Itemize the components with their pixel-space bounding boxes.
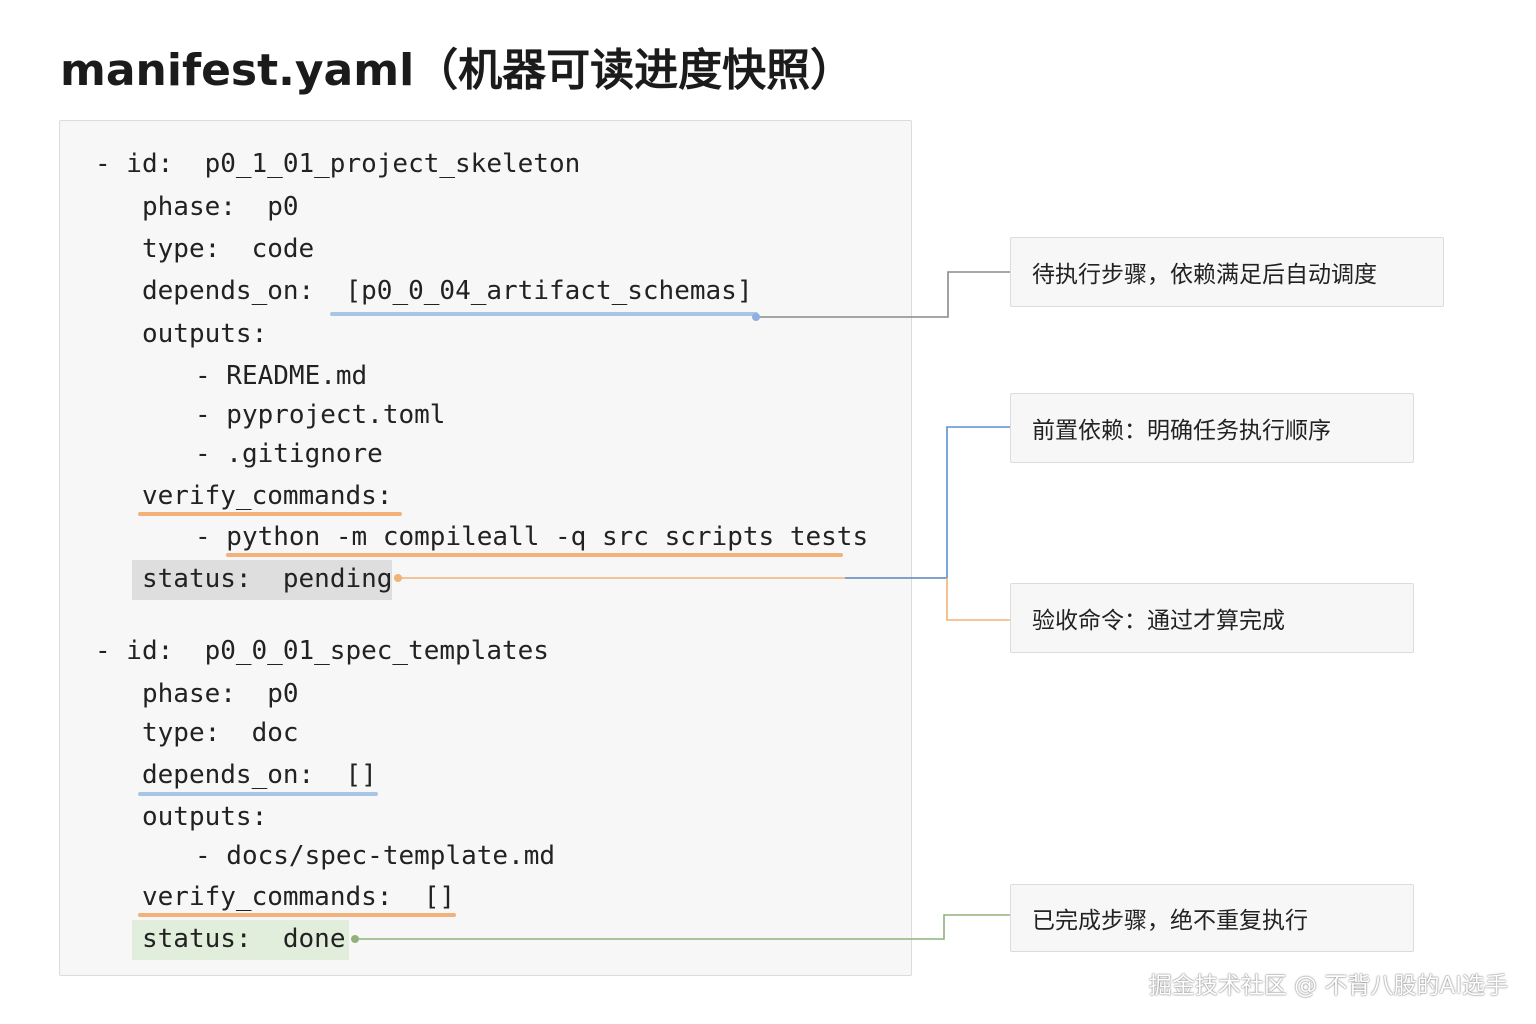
code-line-verify-command: - python -m compileall -q src scripts te…	[195, 522, 869, 552]
code-line-output-spec: - docs/spec-template.md	[195, 841, 556, 871]
code-panel	[59, 120, 912, 976]
code-line-type-2: type: doc	[142, 718, 299, 748]
callout-verify: 验收命令：通过才算完成	[1010, 583, 1414, 653]
code-line-outputs-2: outputs:	[142, 802, 268, 832]
verify-underline-1	[138, 512, 402, 516]
code-line-phase-1: phase: p0	[142, 192, 299, 222]
code-line-status-done: status: done	[142, 924, 346, 954]
connector-pending	[756, 271, 1010, 318]
watermark: 掘金技术社区 @ 不背八股的AI选手	[1148, 973, 1508, 999]
status-pending-highlight	[132, 560, 392, 600]
callout-done: 已完成步骤，绝不重复执行	[1010, 884, 1414, 952]
code-line-verify-1: verify_commands:	[142, 481, 393, 511]
connector-done	[355, 914, 1010, 940]
code-line-output-pyproject: - pyproject.toml	[195, 400, 446, 430]
status-done-highlight	[132, 920, 349, 960]
depends-underline-2	[138, 792, 378, 796]
verify-underline-2	[138, 913, 456, 917]
code-line-output-readme: - README.md	[195, 361, 368, 391]
connector-depends	[845, 426, 1010, 579]
code-line-status-pending: status: pending	[142, 564, 393, 594]
done-connector-dot	[351, 935, 359, 943]
code-line-id-1: - id: p0_1_01_project_skeleton	[95, 149, 581, 179]
code-line-output-gitignore: - .gitignore	[195, 439, 383, 469]
code-line-depends-1: depends_on: [p0_0_04_artifact_schemas]	[142, 276, 753, 306]
depends-connector-dot	[752, 313, 760, 321]
code-line-phase-2: phase: p0	[142, 679, 299, 709]
code-line-type-1: type: code	[142, 234, 315, 264]
code-line-verify-2: verify_commands: []	[142, 882, 456, 912]
connector-verify	[946, 578, 1010, 621]
page-title: manifest.yaml（机器可读进度快照）	[60, 45, 855, 96]
code-line-outputs-1: outputs:	[142, 319, 268, 349]
callout-pending: 待执行步骤，依赖满足后自动调度	[1010, 237, 1444, 307]
code-line-depends-2: depends_on: []	[142, 760, 377, 790]
pending-connector-dot	[394, 574, 402, 582]
callout-depends: 前置依赖：明确任务执行顺序	[1010, 393, 1414, 463]
depends-underline-1	[330, 312, 758, 316]
verify-command-underline	[226, 553, 843, 557]
code-line-id-2: - id: p0_0_01_spec_templates	[95, 636, 549, 666]
